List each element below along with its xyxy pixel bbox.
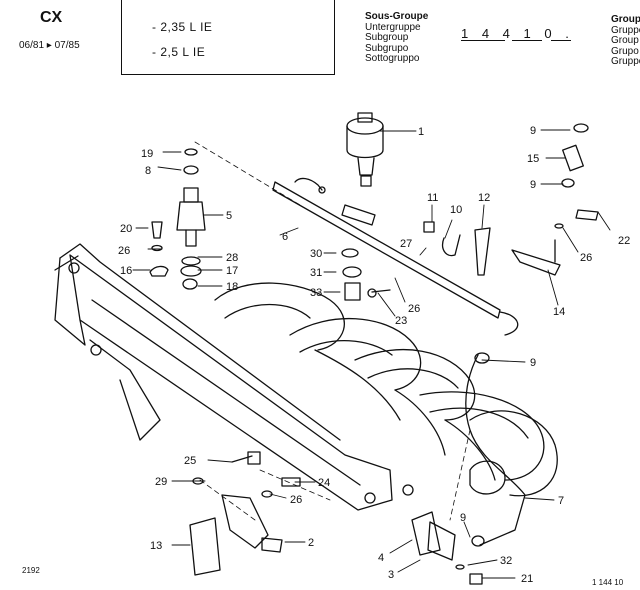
callout-11: 11 <box>427 192 438 204</box>
engine-line-2: - 2,5 L IE <box>152 45 206 59</box>
callout-labels: 1 2 3 4 5 6 7 8 9 9 9 9 10 11 12 13 14 1… <box>118 125 630 585</box>
code-underline-1 <box>461 40 505 41</box>
callout-28: 28 <box>226 252 238 264</box>
subgroup-label-fr: Sous-Groupe <box>365 11 429 22</box>
leader-lines <box>132 129 611 579</box>
group-labels: Groupe Gruppe Group Grupo Gruppo <box>611 14 640 68</box>
engine-box: - 2,35 L IE - 2,5 L IE <box>121 0 335 75</box>
callout-31: 31 <box>310 267 322 279</box>
reference-number: 1 144 10 <box>592 578 624 587</box>
code-underline-2 <box>512 40 542 41</box>
callout-22: 22 <box>618 235 630 247</box>
callout-30: 30 <box>310 248 322 260</box>
callout-9b: 9 <box>530 179 536 191</box>
callout-3: 3 <box>388 569 394 581</box>
code-underline-3 <box>551 40 571 41</box>
callout-33: 33 <box>310 287 322 299</box>
callout-12: 12 <box>478 192 490 204</box>
callout-9c: 9 <box>530 357 536 369</box>
callout-10: 10 <box>450 204 462 216</box>
callout-7: 7 <box>558 495 564 507</box>
subgroup-code: 1 4 4 1 0 . <box>461 26 574 41</box>
model-name: CX <box>40 9 63 26</box>
callout-21: 21 <box>521 573 533 585</box>
callout-18: 18 <box>226 281 238 293</box>
callout-26a: 26 <box>118 245 130 257</box>
group-label-en: Group <box>611 35 639 46</box>
callout-9a: 9 <box>530 125 536 137</box>
subgroup-label-en: Subgroup <box>365 32 409 43</box>
group-label-fr: Groupe <box>611 14 640 25</box>
subgroup-labels: Sous-Groupe Untergruppe Subgroup Subgrup… <box>365 11 429 65</box>
pressure-regulator <box>346 112 384 187</box>
callout-13: 13 <box>150 540 162 552</box>
group-label-it: Gruppo <box>611 56 640 67</box>
callout-25: 25 <box>184 455 196 467</box>
plenum-beam <box>54 243 414 511</box>
subgroup-label-it: Sottogruppo <box>365 53 420 64</box>
callout-17: 17 <box>226 265 238 277</box>
callout-5: 5 <box>226 210 232 222</box>
callout-9d: 9 <box>460 512 466 524</box>
callout-26b: 26 <box>408 303 420 315</box>
subgroup-label-es: Subgrupo <box>365 42 409 54</box>
production-dates: 06/81 ▸ 07/85 <box>19 40 80 51</box>
callout-4: 4 <box>378 552 384 564</box>
callout-2: 2 <box>308 537 314 549</box>
callout-27: 27 <box>400 238 412 250</box>
header: CX 06/81 ▸ 07/85 - 2,35 L IE - 2,5 L IE … <box>0 0 640 78</box>
callout-15: 15 <box>527 153 539 165</box>
group-label-es: Grupo <box>611 45 639 57</box>
plate-number: 2192 <box>22 566 40 575</box>
projection-lines <box>194 141 471 521</box>
callout-14: 14 <box>553 306 565 318</box>
callout-1: 1 <box>418 126 424 138</box>
center-washers <box>341 248 391 301</box>
subgroup-label-de: Untergruppe <box>365 21 421 33</box>
callout-16: 16 <box>120 265 132 277</box>
engine-line-1: - 2,35 L IE <box>152 20 213 34</box>
injector <box>176 148 206 290</box>
callout-32: 32 <box>500 555 512 567</box>
callout-23: 23 <box>395 315 407 327</box>
callout-26c: 26 <box>580 252 592 264</box>
intake-runners <box>214 282 558 497</box>
fuel-rail <box>272 177 519 336</box>
right-parts <box>423 123 599 547</box>
bottom-left-parts <box>189 451 301 576</box>
callout-24: 24 <box>318 477 330 489</box>
throttle-parts <box>411 511 483 585</box>
callout-6: 6 <box>282 231 288 243</box>
left-fittings <box>149 221 169 277</box>
callout-8: 8 <box>145 165 151 177</box>
callout-20: 20 <box>120 223 132 235</box>
callout-26d: 26 <box>290 494 302 506</box>
callout-19: 19 <box>141 148 153 160</box>
group-label-de: Gruppe <box>611 24 640 36</box>
callout-29: 29 <box>155 476 167 488</box>
